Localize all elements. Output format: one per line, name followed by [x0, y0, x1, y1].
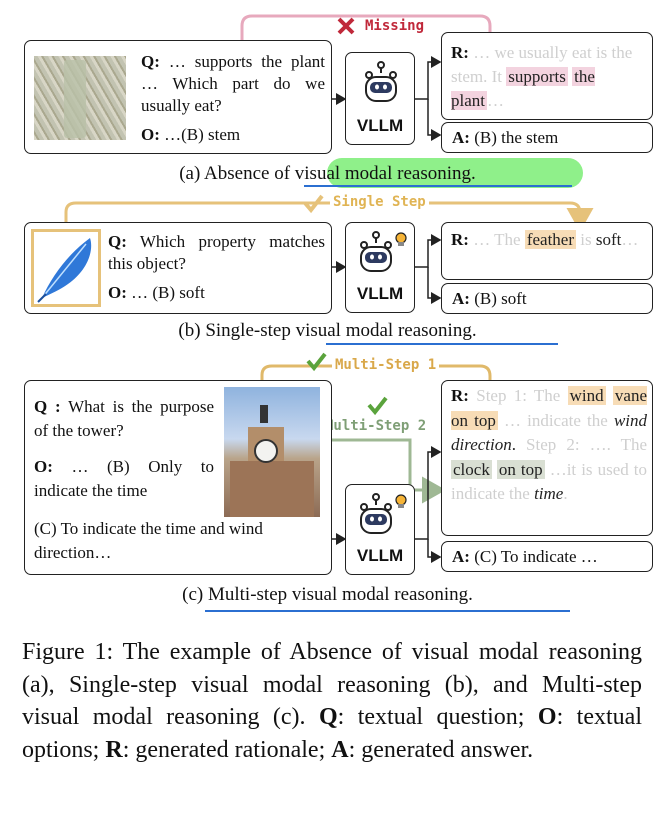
rationale-pre: … The: [473, 230, 521, 249]
question-text: What is the purpose of the tower?: [34, 397, 214, 440]
vllm-label: VLLM: [356, 546, 404, 565]
caption-c: (c) Multi-step visual modal reasoning.: [182, 584, 473, 605]
options-label: O:: [141, 125, 160, 144]
step2-highlight-2: on top: [496, 459, 545, 479]
answer-label: A:: [452, 128, 470, 147]
step2-highlight-1: clock: [451, 459, 492, 479]
panel-b-question-box: Q: Which property matches this object? O…: [24, 222, 332, 314]
rationale-highlight: feather: [524, 230, 577, 249]
panel-b-answer-box: A: (B) soft: [441, 283, 653, 314]
tower-image: [224, 387, 320, 517]
caption-a-underlined: visual modal reasoning.: [294, 163, 476, 184]
figure-caption: Figure 1: The example of Absence of visu…: [22, 639, 642, 763]
question-label: Q:: [108, 232, 127, 251]
rationale-soft: soft: [595, 230, 622, 249]
clock-icon: [254, 439, 278, 463]
rationale-label: R:: [451, 230, 469, 249]
vllm-model-b: VLLM: [345, 222, 415, 313]
rationale-post: …: [487, 91, 504, 110]
step2-italic: time: [534, 484, 564, 503]
caption-a: (a) Absence of visual modal reasoning.: [179, 163, 476, 184]
plant-image: [34, 56, 126, 140]
panel-a-answer-box: A: (B) the stem: [441, 122, 653, 153]
checkmark-icon: [306, 352, 327, 372]
question-text: … supports the plant … Which part do we …: [141, 52, 325, 115]
checkmark-icon: [303, 194, 324, 214]
vllm-model-c: VLLM: [345, 484, 415, 575]
answer-text: (C) To indicate …: [474, 547, 598, 566]
options-text: … (B) soft: [131, 283, 205, 302]
step2-mid: …it is used to indicate the: [451, 459, 648, 504]
figure-label: Figure 1:: [22, 639, 114, 665]
feather-icon: [37, 238, 92, 303]
step1-mid: … indicate the: [503, 410, 608, 430]
robot-icon: [365, 61, 397, 102]
panel-b-rationale-box: R: … The feather is soft…: [441, 222, 653, 280]
caption-b: (b) Single-step visual modal reasoning.: [178, 320, 477, 341]
panel-c-question-box: Q : What is the purpose of the tower? O:…: [24, 380, 332, 575]
checkmark-icon: [367, 396, 388, 416]
options-label: O:: [34, 457, 53, 476]
panel-a-rationale-box: R: … we usually eat is the stem. It supp…: [441, 32, 653, 120]
multi-step-1-tag: Multi-Step 1: [332, 357, 440, 373]
options-label: O:: [108, 283, 127, 302]
answer-label: A:: [452, 547, 470, 566]
vllm-label: VLLM: [356, 116, 404, 135]
step2-pre: Step 2: …. The: [526, 435, 647, 454]
panel-a-question-box: Q: … supports the plant … Which part do …: [24, 40, 332, 154]
cross-icon: [337, 17, 355, 35]
missing-tag: Missing: [362, 18, 428, 34]
step1-italic: wind direction: [451, 410, 647, 455]
answer-label: A:: [452, 289, 470, 308]
answer-text: (B) soft: [474, 289, 527, 308]
option-c: (C) To indicate the time and wind direct…: [34, 519, 263, 562]
feather-image: [31, 229, 101, 307]
step1-pre: Step 1: The: [476, 386, 561, 405]
rationale-label: R:: [451, 43, 469, 62]
caption-c-underlined: Multi-step visual modal reasoning.: [207, 584, 473, 605]
panel-c-rationale-box: R: Step 1: The wind vane on top … indica…: [441, 380, 653, 536]
question-label: Q:: [141, 52, 160, 71]
options-text: … (B) Only to indicate the time: [34, 457, 215, 500]
answer-text: (B) the stem: [474, 128, 559, 147]
rationale-label: R:: [451, 386, 469, 405]
question-text: Which property matches this object?: [108, 232, 325, 273]
single-step-tag: Single Step: [330, 194, 429, 210]
options-text: …(B) stem: [164, 125, 241, 144]
multi-step-2-tag: Multi-Step 2: [322, 418, 430, 434]
rationale-pre: … we usually eat is the stem. It: [451, 43, 633, 86]
robot-icon: [360, 493, 407, 534]
vllm-label: VLLM: [356, 284, 404, 303]
question-label: Q :: [34, 397, 61, 416]
caption-b-underlined: visual modal reasoning.: [295, 320, 477, 341]
panel-c-answer-box: A: (C) To indicate …: [441, 541, 653, 572]
rationale-post: …: [621, 230, 639, 249]
lightbulb-icon: [395, 232, 407, 246]
lightbulb-icon: [395, 494, 407, 508]
vllm-model-a: VLLM: [345, 52, 415, 145]
rationale-highlight-1: supports: [506, 67, 568, 86]
rationale-mid: is: [580, 230, 592, 249]
step1-highlight-1: wind: [567, 386, 606, 405]
wind-vane-icon: [260, 405, 268, 423]
robot-icon: [360, 231, 407, 272]
